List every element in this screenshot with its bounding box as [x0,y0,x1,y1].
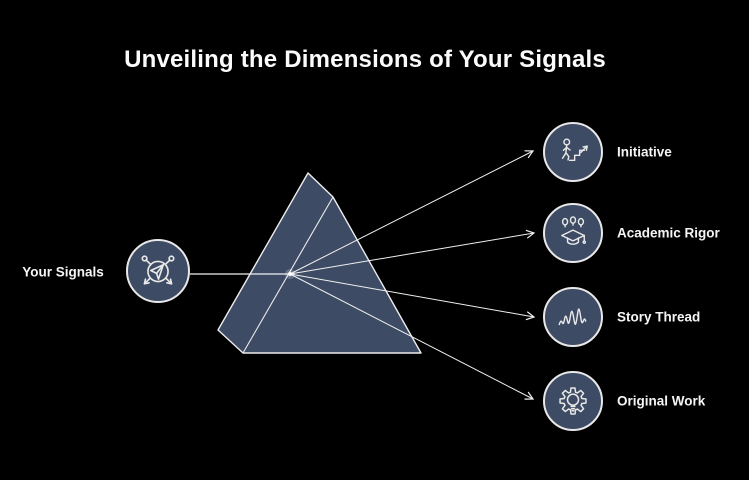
source-label: Your Signals [22,264,104,280]
label-initiative: Initiative [617,144,672,160]
gear-lightbulb-icon [559,387,587,415]
node-initiative [543,122,603,182]
node-original-work [543,371,603,431]
prism-fold-edge [242,196,334,354]
node-story-thread [543,287,603,347]
page-title: Unveiling the Dimensions of Your Signals [124,46,606,73]
waveform-thread-icon [558,308,587,326]
refraction-point [287,271,293,277]
ray-initiative [289,150,535,275]
signal-compass-icon [141,255,175,285]
ray-academic-rigor [289,229,536,275]
ray-original-work [289,273,535,400]
node-academic-rigor [543,203,603,263]
person-climbing-stairs-icon [561,138,588,162]
ray-story-thread [289,273,536,321]
label-story-thread: Story Thread [617,309,701,325]
label-academic-rigor: Academic Rigor [617,225,720,241]
label-original-work: Original Work [617,393,706,409]
source-node [126,239,190,303]
graduation-cap-icon [561,216,587,245]
